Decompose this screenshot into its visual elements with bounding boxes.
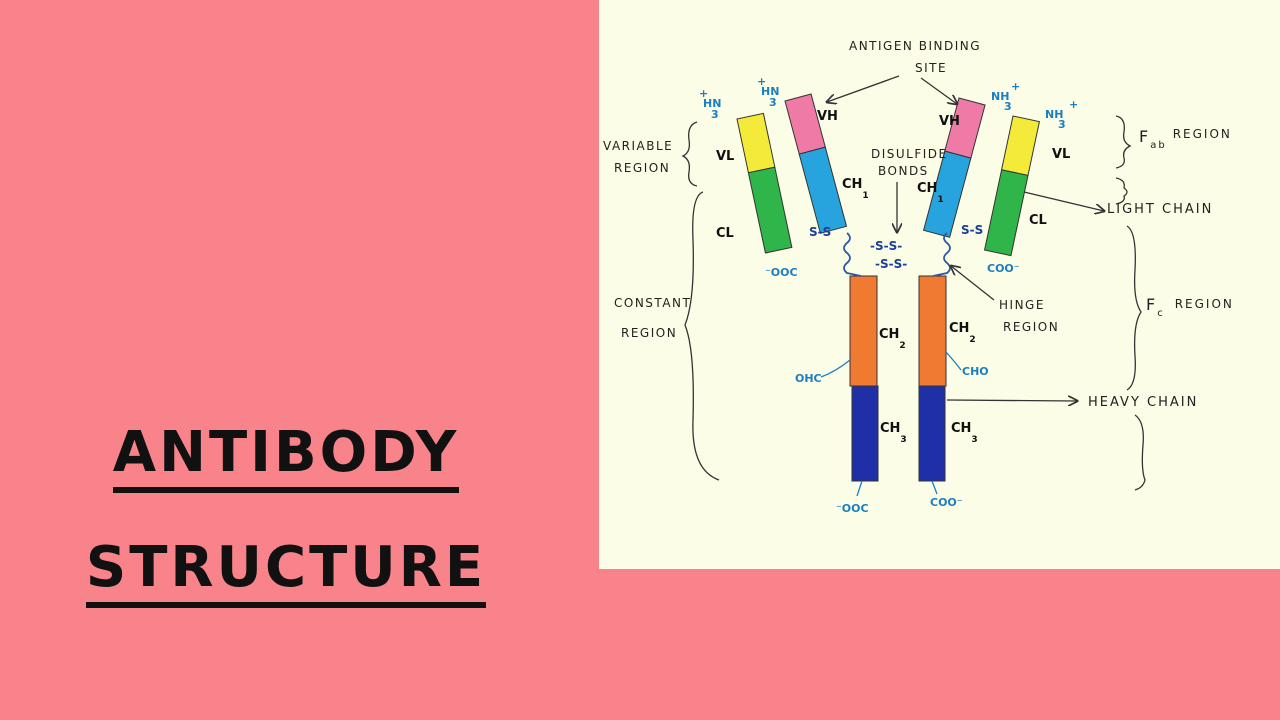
disulfide-bond-right: S-S [961, 223, 983, 237]
light-chain-arrow [1023, 191, 1104, 211]
title-line-1: ANTIBODY [0, 420, 572, 493]
right-ch2-domain [918, 275, 947, 387]
right-vl-label: VL [1052, 147, 1070, 162]
svg-text:HN: HN [703, 97, 721, 110]
left-vh-label: VH [817, 109, 838, 124]
disulfide-bond-lower: -S-S- [875, 257, 907, 271]
title-structure: STRUCTURE [85, 536, 487, 608]
right-light-n-terminus: NH + 3 [1045, 98, 1078, 131]
disulfide-bonds-label-2: BONDS [878, 164, 929, 178]
fc-region-brace [1126, 225, 1142, 391]
right-ch1-label: CH1 [917, 181, 944, 205]
antigen-arrow-left [827, 75, 900, 102]
heavy-chain-brace [1134, 414, 1146, 491]
right-heavy-c-terminus: COO⁻ [930, 496, 963, 509]
svg-text:NH: NH [1045, 108, 1063, 121]
svg-text:3: 3 [1004, 100, 1012, 113]
antibody-diagram: -S-S- -S-S- S-S S-S VL CL VH CH1 VH CH1 … [603, 39, 1234, 515]
left-heavy-chain-fab [784, 93, 848, 234]
title-antibody: ANTIBODY [112, 421, 460, 493]
constant-region-label-2: REGION [621, 326, 677, 340]
left-heavy-n-terminus: HN + 3 [757, 75, 779, 109]
title-line-2: STRUCTURE [0, 535, 572, 608]
left-light-chain [736, 112, 793, 254]
left-carbohydrate-line [820, 359, 851, 378]
heavy-chain-label: HEAVY CHAIN [1088, 395, 1198, 410]
svg-text:+: + [757, 75, 766, 88]
right-cl-domain [983, 169, 1029, 257]
left-heavy-chain-fc [849, 275, 879, 482]
svg-text:3: 3 [1058, 118, 1066, 131]
left-heavy-c-tick [856, 480, 863, 497]
heavy-chain-arrow [946, 400, 1077, 401]
svg-text:NH: NH [991, 90, 1009, 103]
antigen-arrow-right [920, 77, 957, 104]
right-ch3-domain [918, 385, 946, 482]
right-light-c-terminus: COO⁻ [987, 262, 1020, 275]
right-ch1-domain [922, 150, 972, 238]
left-vl-domain [736, 112, 776, 174]
svg-text:+: + [699, 87, 708, 100]
antigen-binding-site-label-2: SITE [915, 61, 947, 75]
left-hinge-line [843, 232, 862, 277]
disulfide-bond-upper: -S-S- [870, 239, 902, 253]
right-heavy-n-terminus: NH + 3 [991, 80, 1020, 113]
left-ch2-domain [849, 275, 878, 387]
left-vl-label: VL [716, 149, 734, 164]
constant-region-brace [684, 191, 720, 481]
fc-region-label: FcREGION [1146, 295, 1234, 319]
left-light-c-terminus: ⁻OOC [765, 266, 798, 279]
hinge-region-label: HINGE [999, 298, 1045, 312]
disulfide-bonds-label: DISULFIDE [871, 147, 948, 161]
variable-region-brace [681, 121, 698, 187]
svg-text:3: 3 [769, 96, 777, 109]
left-ch3-domain [851, 385, 879, 482]
right-cl-label: CL [1029, 213, 1047, 228]
left-ch1-domain [798, 146, 848, 234]
right-heavy-c-tick [931, 480, 938, 495]
right-vh-label: VH [939, 114, 960, 129]
left-ch1-label: CH1 [842, 177, 869, 201]
disulfide-bond-left: S-S [809, 225, 831, 239]
antigen-binding-site-label: ANTIGEN BINDING [849, 39, 981, 53]
right-vl-domain [1000, 115, 1041, 177]
right-carbohydrate-line [945, 351, 962, 371]
constant-region-label: CONSTANT [614, 296, 691, 310]
fab-region-label: FabREGION [1139, 127, 1232, 151]
left-cl-domain [747, 166, 793, 254]
right-hinge-line [932, 232, 951, 277]
fab-region-brace [1115, 115, 1132, 169]
right-carbohydrate: CHO [962, 365, 989, 378]
left-ch3-label: CH3 [880, 421, 907, 445]
variable-region-label: VARIABLE [603, 139, 673, 153]
diagram-paper: -S-S- -S-S- S-S S-S VL CL VH CH1 VH CH1 … [599, 0, 1280, 569]
right-ch2-label: CH2 [949, 321, 976, 345]
right-ch3-label: CH3 [951, 421, 978, 445]
left-ch2-label: CH2 [879, 327, 906, 351]
svg-text:+: + [1011, 80, 1020, 93]
light-chain-label: LIGHT CHAIN [1107, 202, 1213, 217]
right-heavy-chain-fc [918, 275, 947, 482]
svg-text:3: 3 [711, 108, 719, 121]
hinge-region-label-2: REGION [1003, 320, 1059, 334]
left-light-n-terminus: HN + 3 [699, 87, 721, 121]
svg-text:+: + [1069, 98, 1078, 111]
svg-text:HN: HN [761, 85, 779, 98]
left-heavy-c-terminus: ⁻OOC [836, 502, 869, 515]
right-light-chain [983, 115, 1041, 257]
right-heavy-chain-fab [922, 97, 986, 238]
left-vh-domain [784, 93, 826, 155]
left-cl-label: CL [716, 226, 734, 241]
light-chain-brace [1115, 177, 1128, 205]
variable-region-label-2: REGION [614, 161, 670, 175]
hinge-arrow [951, 266, 995, 301]
left-carbohydrate: OHC [795, 372, 822, 385]
